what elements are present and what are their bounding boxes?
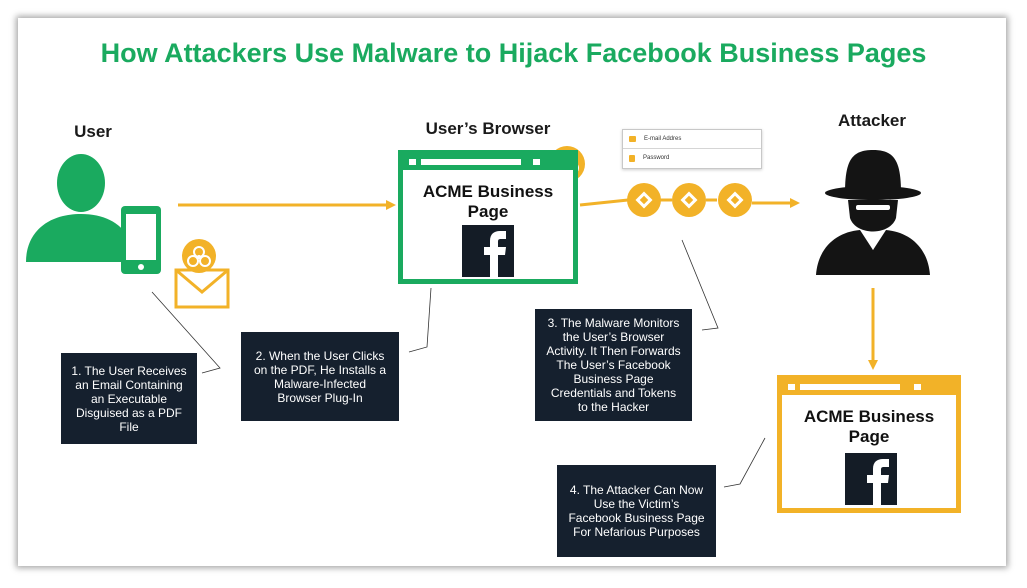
email-icon	[174, 268, 230, 309]
browser-titlebar	[403, 155, 573, 170]
step-1-callout: 1. The User Receives an Email Containing…	[61, 353, 197, 444]
step-2-callout: 2. When the User Clicks on the PDF, He I…	[241, 332, 399, 421]
callout-line-4	[723, 437, 766, 488]
email-field: E-mail Addres	[644, 136, 682, 142]
facebook-icon	[845, 453, 897, 505]
step-4-callout: 4. The Attacker Can Now Use the Victim’s…	[557, 465, 716, 557]
attacker-label: Attacker	[837, 111, 907, 130]
hijacked-titlebar	[782, 380, 956, 395]
user-label: User	[74, 122, 112, 141]
email-field-icon	[629, 136, 636, 142]
callout-line-3	[681, 239, 719, 331]
browser-page-title: ACME Business Page	[422, 182, 554, 221]
browser-label: User’s Browser	[425, 119, 551, 138]
hacker-icon	[816, 150, 930, 275]
arrow-browser-to-tokens	[579, 198, 629, 207]
callout-line-1	[151, 291, 221, 374]
credentials-form: E-mail Addres Password	[622, 129, 762, 169]
step-3-callout: 3. The Malware Monitors the User’s Brows…	[535, 309, 692, 421]
hijacked-page-window: ACME Business Page	[777, 375, 961, 513]
diagram-title: How Attackers Use Malware to Hijack Face…	[100, 38, 927, 68]
browser-window: ACME Business Page	[398, 150, 578, 284]
phone-icon	[121, 206, 161, 274]
callout-line-2	[408, 287, 432, 353]
biohazard-icon	[182, 239, 216, 273]
facebook-icon	[462, 225, 514, 277]
hijacked-page-title: ACME Business Page	[803, 407, 935, 446]
lock-icon	[629, 154, 635, 162]
password-field: Password	[643, 155, 670, 161]
user-icon	[26, 154, 134, 262]
